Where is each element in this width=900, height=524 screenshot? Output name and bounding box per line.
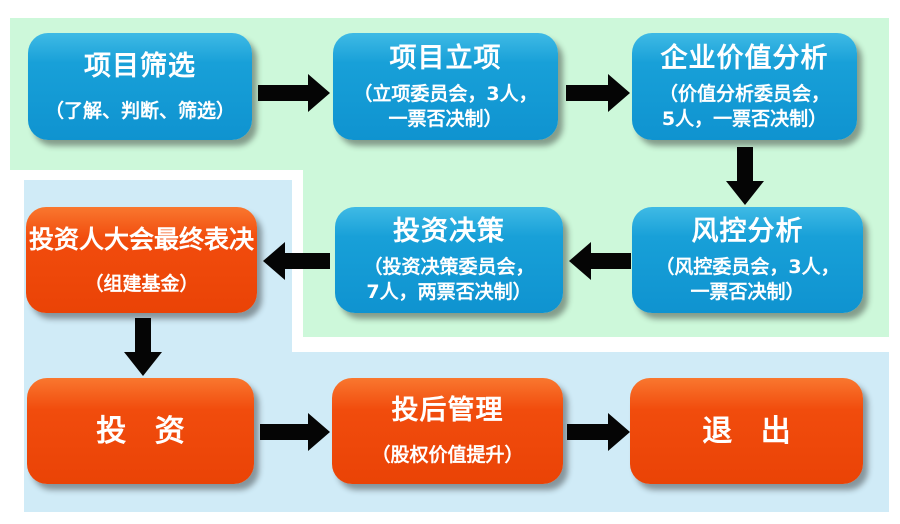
node-subtitle-line-2: 5人，一票否决制） [661,107,828,130]
node-subtitle-line-1: （投资决策委员会， [363,256,535,278]
arrow-final-vote-to-investment-icon [124,318,162,376]
node-subtitle: （股权价值提升） [371,444,524,466]
node-title: 投后管理 [391,395,504,426]
node-subtitle-line-1: （立项委员会，3人， [353,82,538,105]
arrow-value-analysis-to-risk-control-icon [726,147,764,205]
node-title: 投资决策 [393,216,505,247]
arrow-risk-control-to-decision-icon [569,242,631,280]
node-subtitle-line-1: （风控委员会，3人， [655,256,840,278]
arrow-investment-to-post-management-icon [260,413,330,451]
flow-node-investment: 投 资 [27,378,254,484]
flow-node-exit: 退 出 [630,378,863,484]
node-subtitle-line-2: 7人，两票否决制） [366,281,532,303]
node-title: 项目立项 [389,42,502,74]
node-subtitle: （组建基金） [84,273,199,295]
node-subtitle: （了解、判断、筛选） [44,99,235,122]
arrow-decision-to-final-vote-icon [263,242,330,280]
flow-node-risk-control-analysis: 风控分析 （风控委员会，3人， 一票否决制） [632,207,863,313]
node-title: 投 资 [96,413,194,449]
flow-node-enterprise-value-analysis: 企业价值分析 （价值分析委员会， 5人，一票否决制） [632,33,857,140]
node-subtitle-line-2: 一票否决制） [388,107,503,130]
flow-node-project-screening: 项目筛选 （了解、判断、筛选） [28,33,252,140]
arrow-post-management-to-exit-icon [567,413,630,451]
node-title: 退 出 [702,413,800,449]
flow-node-post-investment-management: 投后管理 （股权价值提升） [332,378,563,484]
node-title: 企业价值分析 [660,42,829,74]
flow-node-investment-decision: 投资决策 （投资决策委员会， 7人，两票否决制） [335,207,563,313]
flow-node-investor-assembly-final-vote: 投资人大会最终表决 （组建基金） [26,207,257,313]
node-title: 投资人大会最终表决 [28,225,254,254]
node-subtitle-line-2: 一票否决制） [690,281,805,303]
node-subtitle-line-1: （价值分析委员会， [658,82,830,105]
node-title: 风控分析 [691,216,804,247]
arrow-initiation-to-value-analysis-icon [566,74,630,112]
flow-node-project-initiation: 项目立项 （立项委员会，3人， 一票否决制） [333,33,558,140]
node-title: 项目筛选 [84,50,196,82]
arrow-screening-to-initiation-icon [258,74,330,112]
